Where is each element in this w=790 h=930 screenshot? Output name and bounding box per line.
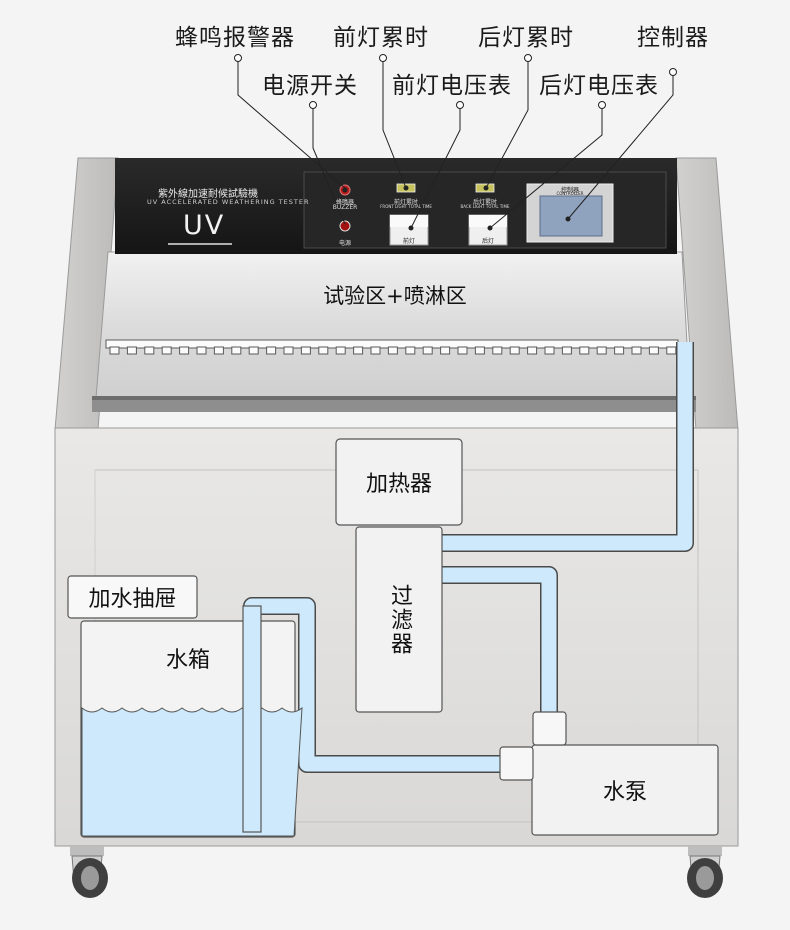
spray-nozzle [440, 346, 451, 355]
tank-label: 水箱 [165, 648, 210, 673]
hood-lip [92, 398, 696, 412]
spray-nozzle [561, 346, 572, 355]
spray-nozzle [666, 346, 677, 355]
leader-lines [234, 54, 677, 231]
tank-water [81, 706, 303, 837]
spray-nozzle [527, 346, 538, 355]
left-caster [70, 846, 108, 898]
spray-nozzles [109, 346, 677, 355]
front-hours-label-en: FRONT LIGHT TOTAL TIME [380, 204, 432, 209]
spray-nozzle [248, 346, 259, 355]
drawer-label: 加水抽屉 [88, 587, 177, 612]
filter-box [355, 526, 443, 713]
back-hours-label: 后灯累时 [472, 199, 497, 206]
spray-nozzle [492, 346, 503, 355]
spray-nozzle [196, 346, 207, 355]
callout-power-switch: 电源开关 [262, 73, 358, 99]
spray-nozzle [283, 346, 294, 355]
spray-nozzle [648, 346, 659, 355]
spray-nozzle [614, 346, 625, 355]
drawer-label-box [67, 575, 198, 619]
spray-nozzle [161, 346, 172, 355]
uv-logo: UV [183, 210, 226, 241]
callout-back-lamp-hours: 后灯累时 [478, 25, 574, 51]
front-hours-label: 前灯累时 [393, 199, 418, 206]
filter-label: 过滤器 [387, 583, 412, 656]
spray-nozzle [318, 346, 329, 355]
callout-back-voltmeter: 后灯电压表 [539, 73, 659, 99]
back-lamp-label: 后灯 [481, 238, 494, 245]
callout-front-voltmeter: 前灯电压表 [392, 73, 512, 99]
front-lamp-label: 前灯 [402, 238, 415, 245]
power-label: 电源 [338, 240, 351, 247]
spray-nozzle [422, 346, 433, 355]
spray-nozzle [300, 346, 311, 355]
pump-body [531, 744, 719, 836]
callout-buzzer: 蜂鸣报警器 [175, 25, 295, 51]
spray-nozzle [579, 346, 590, 355]
spray-nozzle [179, 346, 190, 355]
controller-label: 控制器 [560, 187, 579, 194]
zone-label-test-spray: 试验区+喷淋区 [323, 284, 467, 308]
callout-controller: 控制器 [637, 25, 709, 51]
pump-top-coupling [532, 711, 567, 746]
spray-nozzle [596, 346, 607, 355]
spray-nozzle [144, 346, 155, 355]
power-switch[interactable] [339, 220, 351, 232]
spray-nozzle [405, 346, 416, 355]
spray-nozzle [370, 346, 381, 355]
back-hours-label-en: BACK LIGHT TOTAL TIME [460, 204, 510, 209]
spray-nozzle [353, 346, 364, 355]
spray-nozzle [387, 346, 398, 355]
spray-nozzle [126, 346, 137, 355]
right-caster [687, 846, 723, 898]
controller-label-en: CONTROLLER [556, 191, 584, 196]
spray-nozzle [213, 346, 224, 355]
spray-nozzle [631, 346, 642, 355]
brand-en: UV ACCELERATED WEATHERING TESTER [147, 198, 310, 206]
spray-nozzle [457, 346, 468, 355]
pump-side-coupling [499, 746, 534, 781]
buzzer-label: 蜂鳴器 [335, 199, 354, 206]
callout-front-lamp-hours: 前灯累时 [333, 25, 429, 51]
brand-cn: 紫外線加速耐候試驗機 [158, 189, 258, 200]
spray-nozzle [231, 346, 242, 355]
spray-nozzle [266, 346, 277, 355]
heater-box [335, 438, 463, 526]
spray-nozzle [474, 346, 485, 355]
hood [95, 251, 691, 399]
water-tank [80, 605, 303, 838]
spray-nozzle [544, 346, 555, 355]
buzzer-label-en: BUZZER [332, 204, 358, 211]
pump-label: 水泵 [602, 780, 647, 805]
spray-nozzle [509, 346, 520, 355]
spray-nozzle [109, 346, 120, 355]
spray-nozzle [335, 346, 346, 355]
heater-label: 加热器 [365, 472, 432, 497]
